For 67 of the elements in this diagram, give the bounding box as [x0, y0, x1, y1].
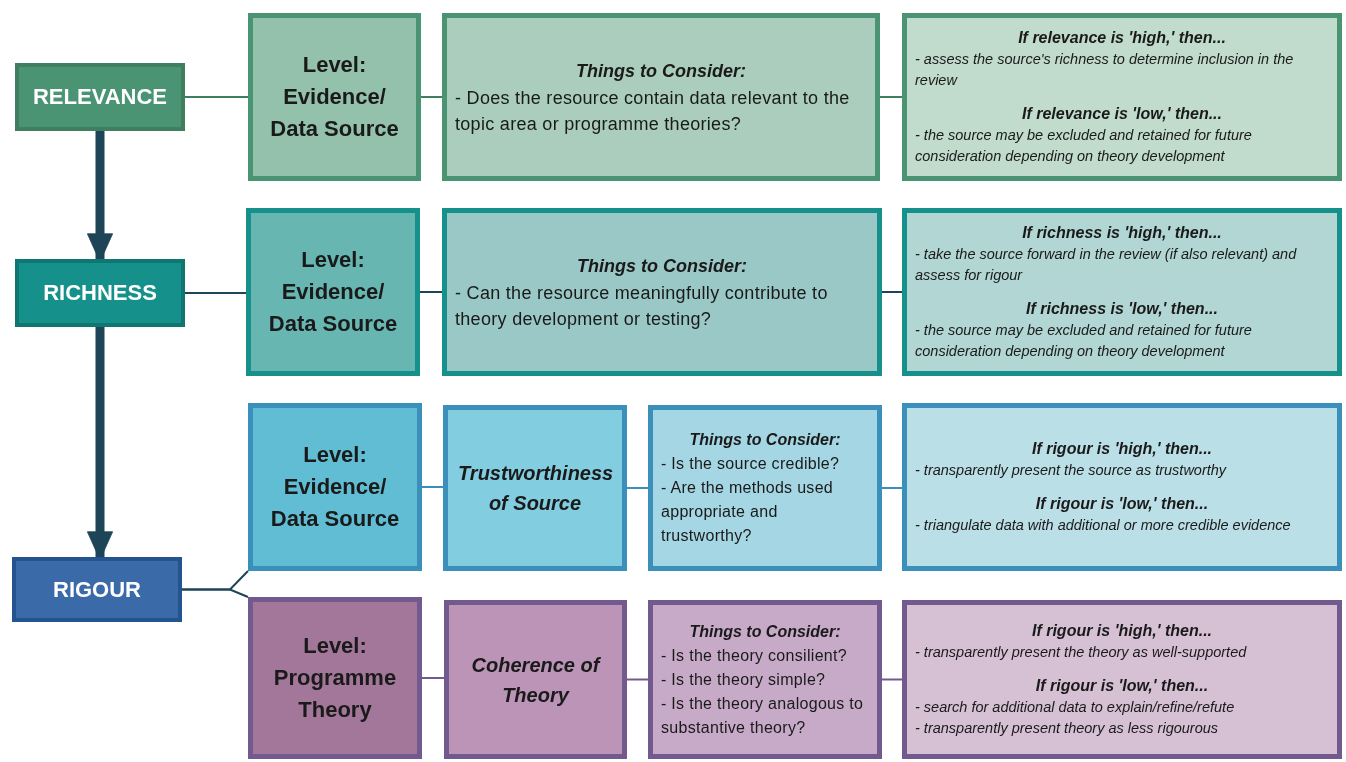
considerations-box — [648, 405, 882, 571]
level-box — [246, 208, 420, 376]
category-label: RELEVANCE — [31, 84, 169, 110]
action-text: - assess the source's richness to determine inclusion in the review — [915, 50, 1295, 90]
category-box — [12, 557, 182, 622]
outcome-box — [902, 13, 1342, 181]
level-label: Level: Programme Theory — [272, 632, 398, 724]
connector-line — [881, 678, 903, 681]
action-text: - the source may be excluded and retained for future consideration depending on theory development — [915, 321, 1253, 361]
connector-line — [421, 677, 445, 679]
question-text: - Are the methods used appropriate and trustworthy? — [661, 478, 835, 546]
level-box — [248, 597, 422, 759]
level-box — [248, 403, 422, 571]
action-text: - transparently present the theory as well-supported — [915, 643, 1248, 662]
level-box — [248, 13, 421, 181]
condition-heading: If relevance is 'high,' then... — [1017, 28, 1227, 48]
box-heading: Things to Consider: — [688, 621, 842, 642]
question-text: - Is the theory analogous to substantive theory? — [661, 693, 865, 738]
question-text: - Is the theory consilient? — [661, 645, 848, 666]
box-heading: Things to Consider: — [576, 255, 748, 278]
outcome-box — [902, 600, 1342, 759]
connector-line — [421, 486, 444, 488]
criterion-box — [444, 600, 627, 759]
outcome-box — [902, 403, 1342, 571]
level-label: Level: Evidence/ Data Source — [269, 51, 400, 143]
box-heading: Things to Consider: — [688, 430, 842, 450]
connector-line — [184, 96, 249, 98]
category-label: RICHNESS — [42, 280, 158, 306]
action-text: - the source may be excluded and retained for future consideration depending on theory development — [915, 126, 1253, 166]
condition-heading: If richness is 'low,' then... — [1025, 299, 1219, 319]
considerations-box — [442, 13, 880, 181]
considerations-box — [442, 208, 882, 376]
connector-line — [626, 678, 649, 681]
condition-heading: If rigour is 'high,' then... — [1030, 439, 1213, 459]
level-label: Level: Evidence/ Data Source — [267, 246, 399, 338]
connector-line — [626, 487, 649, 489]
condition-heading: If relevance is 'low,' then... — [1021, 104, 1223, 124]
question-text: - Does the resource contain data relevant to the topic area or programme theories? — [455, 87, 851, 136]
condition-heading: If rigour is 'low,' then... — [1034, 676, 1210, 696]
condition-heading: If rigour is 'low,' then... — [1034, 494, 1210, 514]
category-label: RIGOUR — [52, 576, 142, 603]
connector-line — [881, 487, 903, 489]
action-text: - transparently present the source as trustworthy — [915, 461, 1228, 480]
action-text: - transparently present theory as less rigourous — [915, 719, 1220, 738]
connector-line — [879, 96, 903, 98]
condition-heading: If richness is 'high,' then... — [1021, 223, 1223, 243]
connector-line — [419, 291, 443, 293]
level-label: Level: Evidence/ Data Source — [269, 441, 401, 533]
condition-heading: If rigour is 'high,' then... — [1030, 621, 1213, 641]
category-box — [15, 63, 185, 131]
question-text: - Is the source credible? — [661, 454, 841, 474]
box-heading: Things to Consider: — [575, 60, 747, 83]
outcome-box — [902, 208, 1342, 376]
criterion-box — [443, 405, 627, 571]
category-box — [15, 259, 185, 327]
connector-line — [184, 292, 247, 294]
question-text: - Can the resource meaningfully contribute to theory development or testing? — [455, 282, 829, 331]
criterion-label: Coherence of Theory — [470, 652, 602, 708]
action-text: - search for additional data to explain/refine/refute — [915, 698, 1236, 717]
question-text: - Is the theory simple? — [661, 669, 827, 690]
connector-line — [420, 96, 443, 98]
action-text: - triangulate data with additional or more credible evidence — [915, 516, 1292, 535]
connector-line — [881, 291, 903, 293]
connector-line — [181, 588, 249, 598]
considerations-box — [648, 600, 882, 759]
criterion-label: Trustworthiness of Source — [457, 461, 615, 516]
action-text: - take the source forward in the review (if also relevant) and assess for rigour — [915, 245, 1298, 285]
